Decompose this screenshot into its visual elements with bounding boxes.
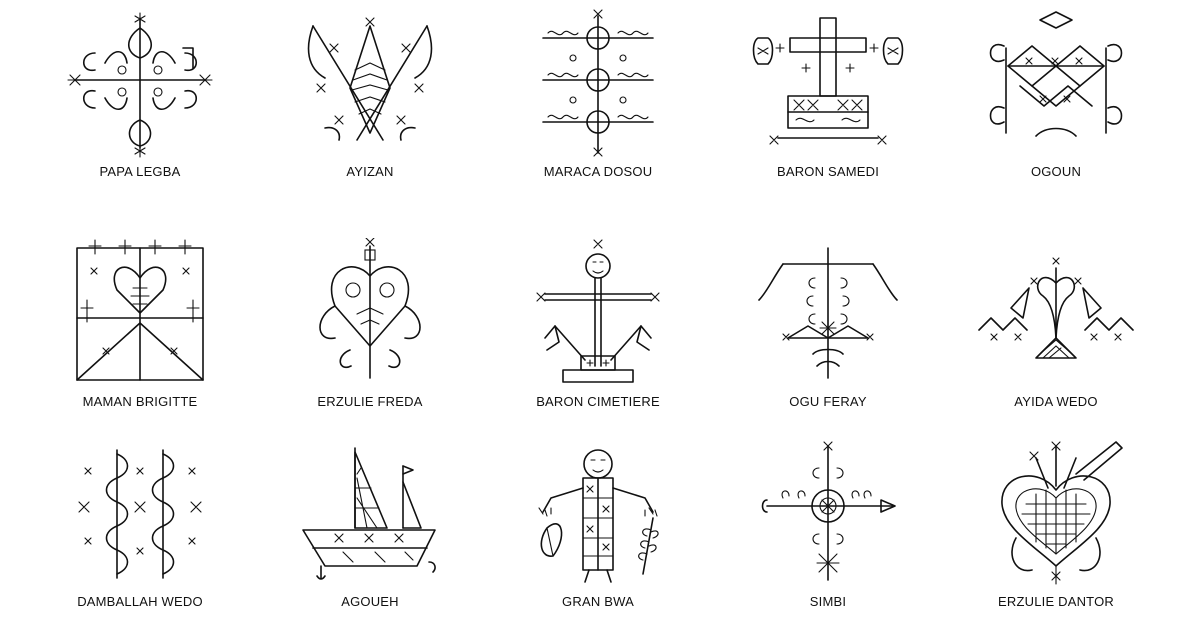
veve-label: GRAN BWA [562, 594, 634, 609]
veve-cell-ogu-feray: OGU FERAY [708, 238, 948, 409]
veve-cell-simbi: SIMBI [708, 438, 948, 609]
veve-cell-maman-brigitte: MAMAN BRIGITTE [20, 238, 260, 409]
ayida-wedo-veve-icon [978, 257, 1134, 359]
erzulie-dantor-veve-icon [1001, 441, 1123, 585]
maraca-dosou-veve-icon [542, 9, 654, 157]
damballah-wedo-veve-icon [78, 449, 202, 579]
ayizan-veve-icon [307, 17, 433, 141]
veve-label: MAMAN BRIGITTE [82, 394, 198, 409]
gran-bwa-veve-icon [538, 449, 659, 583]
veve-label: DAMBALLAH WEDO [77, 594, 203, 609]
veve-cell-baron-samedi: BARON SAMEDI [708, 8, 948, 179]
erzulie-freda-veve-icon [319, 238, 421, 379]
baron-cimetiere-veve-icon [536, 239, 660, 383]
veve-cell-erzulie-dantor: ERZULIE DANTOR [936, 438, 1176, 609]
maman-brigitte-veve-icon [76, 239, 204, 381]
simbi-veve-icon [761, 441, 896, 581]
veve-cell-erzulie-freda: ERZULIE FREDA [250, 238, 490, 409]
veve-cell-maraca-dosou: MARACA DOSOU [478, 8, 718, 179]
veve-cell-agoueh: AGOUEH [250, 438, 490, 609]
veve-label: BARON SAMEDI [776, 164, 880, 179]
veve-label: SIMBI [809, 594, 847, 609]
veve-label: AYIDA WEDO [1014, 394, 1098, 409]
ogu-feray-veve-icon [758, 247, 898, 379]
veve-label: BARON CIMETIERE [536, 394, 660, 409]
veve-cell-ogoun: OGOUN [936, 8, 1176, 179]
veve-label: ERZULIE DANTOR [998, 594, 1114, 609]
veve-label: PAPA LEGBA [99, 164, 181, 179]
papa-legba-veve-icon [67, 12, 213, 158]
veve-label: OGOUN [1030, 164, 1082, 179]
veve-cell-baron-cimetiere: BARON CIMETIERE [478, 238, 718, 409]
veve-label: AGOUEH [341, 594, 399, 609]
veve-cell-papa-legba: PAPA LEGBA [20, 8, 260, 179]
veve-label: OGU FERAY [789, 394, 867, 409]
veve-cell-gran-bwa: GRAN BWA [478, 438, 718, 609]
veve-cell-damballah-wedo: DAMBALLAH WEDO [20, 438, 260, 609]
baron-samedi-veve-icon [752, 17, 904, 145]
ogoun-veve-icon [989, 11, 1123, 137]
veve-label: ERZULIE FREDA [317, 394, 423, 409]
veve-cell-ayida-wedo: AYIDA WEDO [936, 238, 1176, 409]
veve-cell-ayizan: AYIZAN [250, 8, 490, 179]
veve-label: MARACA DOSOU [543, 164, 653, 179]
agoueh-veve-icon [302, 447, 436, 580]
veve-label: AYIZAN [346, 164, 394, 179]
